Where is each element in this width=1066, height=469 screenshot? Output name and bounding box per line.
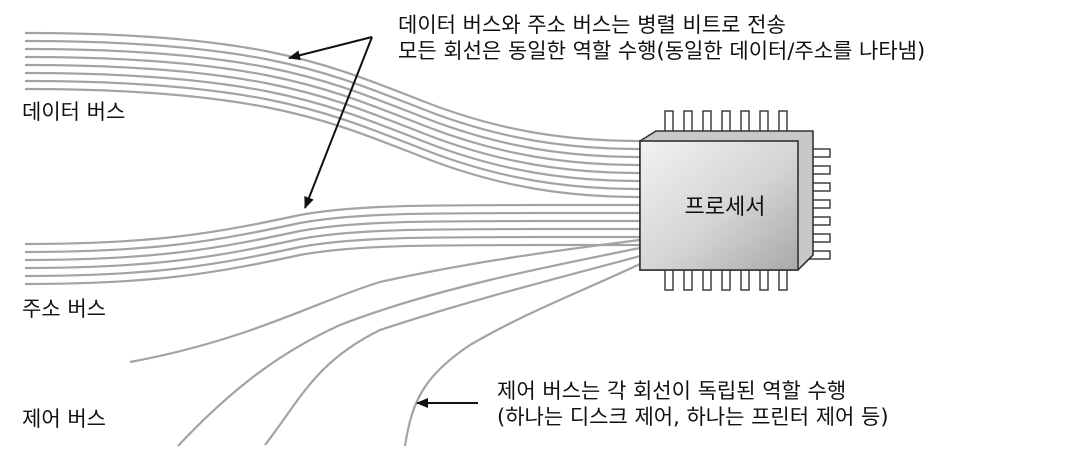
- pin: [778, 267, 788, 291]
- parallel-bus-note-line1: 데이터 버스와 주소 버스는 병렬 비트로 전송: [398, 13, 786, 37]
- data-bus-wire: [24, 87, 641, 199]
- arrow-to-address-bus: [304, 36, 373, 209]
- pin: [778, 110, 788, 134]
- control-bus-wire: [403, 263, 641, 447]
- data-bus-wire: [24, 39, 641, 151]
- pin: [664, 267, 674, 291]
- control-bus-wire: [264, 254, 641, 446]
- pin: [683, 267, 693, 291]
- chip-face: [639, 140, 799, 271]
- pin: [740, 267, 750, 291]
- pin: [759, 267, 769, 291]
- data-bus-label: 데이터 버스: [22, 100, 126, 124]
- control-bus-note-line1: 제어 버스는 각 회선이 독립된 역할 수행: [497, 379, 847, 403]
- pin: [759, 110, 769, 134]
- pin: [721, 110, 731, 134]
- control-bus-wire: [129, 238, 641, 364]
- parallel-bus-note: 데이터 버스와 주소 버스는 병렬 비트로 전송 모든 회선은 동일한 역할 수…: [398, 12, 925, 64]
- processor-chip: [639, 130, 814, 271]
- address-bus-wire: [24, 219, 641, 262]
- pin: [740, 110, 750, 134]
- address-bus-wire: [24, 203, 641, 246]
- parallel-bus-note-line2: 모든 회선은 동일한 역할 수행(동일한 데이터/주소를 나타냄): [398, 39, 926, 63]
- arrow-to-data-bus: [288, 36, 373, 61]
- processor-pins-top: [664, 110, 788, 134]
- data-bus-wire: [24, 63, 641, 175]
- data-bus-wire: [24, 79, 641, 191]
- annotation-arrows: [288, 36, 478, 408]
- data-bus-wire: [24, 31, 641, 143]
- address-bus-wire: [24, 227, 641, 270]
- pin: [702, 110, 712, 134]
- control-bus-label: 제어 버스: [22, 407, 106, 431]
- pin: [721, 267, 731, 291]
- address-bus-wire: [24, 211, 641, 254]
- pin: [683, 110, 693, 134]
- processor-label: 프로세서: [684, 195, 766, 220]
- address-bus-wire: [24, 235, 641, 278]
- pin: [664, 110, 674, 134]
- data-bus-wire: [24, 55, 641, 167]
- control-bus-note: 제어 버스는 각 회선이 독립된 역할 수행 (하나는 디스크 제어, 하나는 …: [497, 378, 889, 430]
- data-bus-wire: [24, 71, 641, 183]
- address-bus-wire: [24, 243, 641, 286]
- address-bus-label: 주소 버스: [22, 297, 106, 321]
- data-bus-wires: [24, 31, 641, 199]
- control-bus-wire: [177, 246, 641, 447]
- address-bus-wires: [24, 203, 641, 286]
- pin: [702, 267, 712, 291]
- control-bus-note-line2: (하나는 디스크 제어, 하나는 프린터 제어 등): [497, 405, 889, 429]
- data-bus-wire: [24, 47, 641, 159]
- control-bus-wires: [129, 238, 641, 447]
- processor-pins-bottom: [664, 267, 788, 291]
